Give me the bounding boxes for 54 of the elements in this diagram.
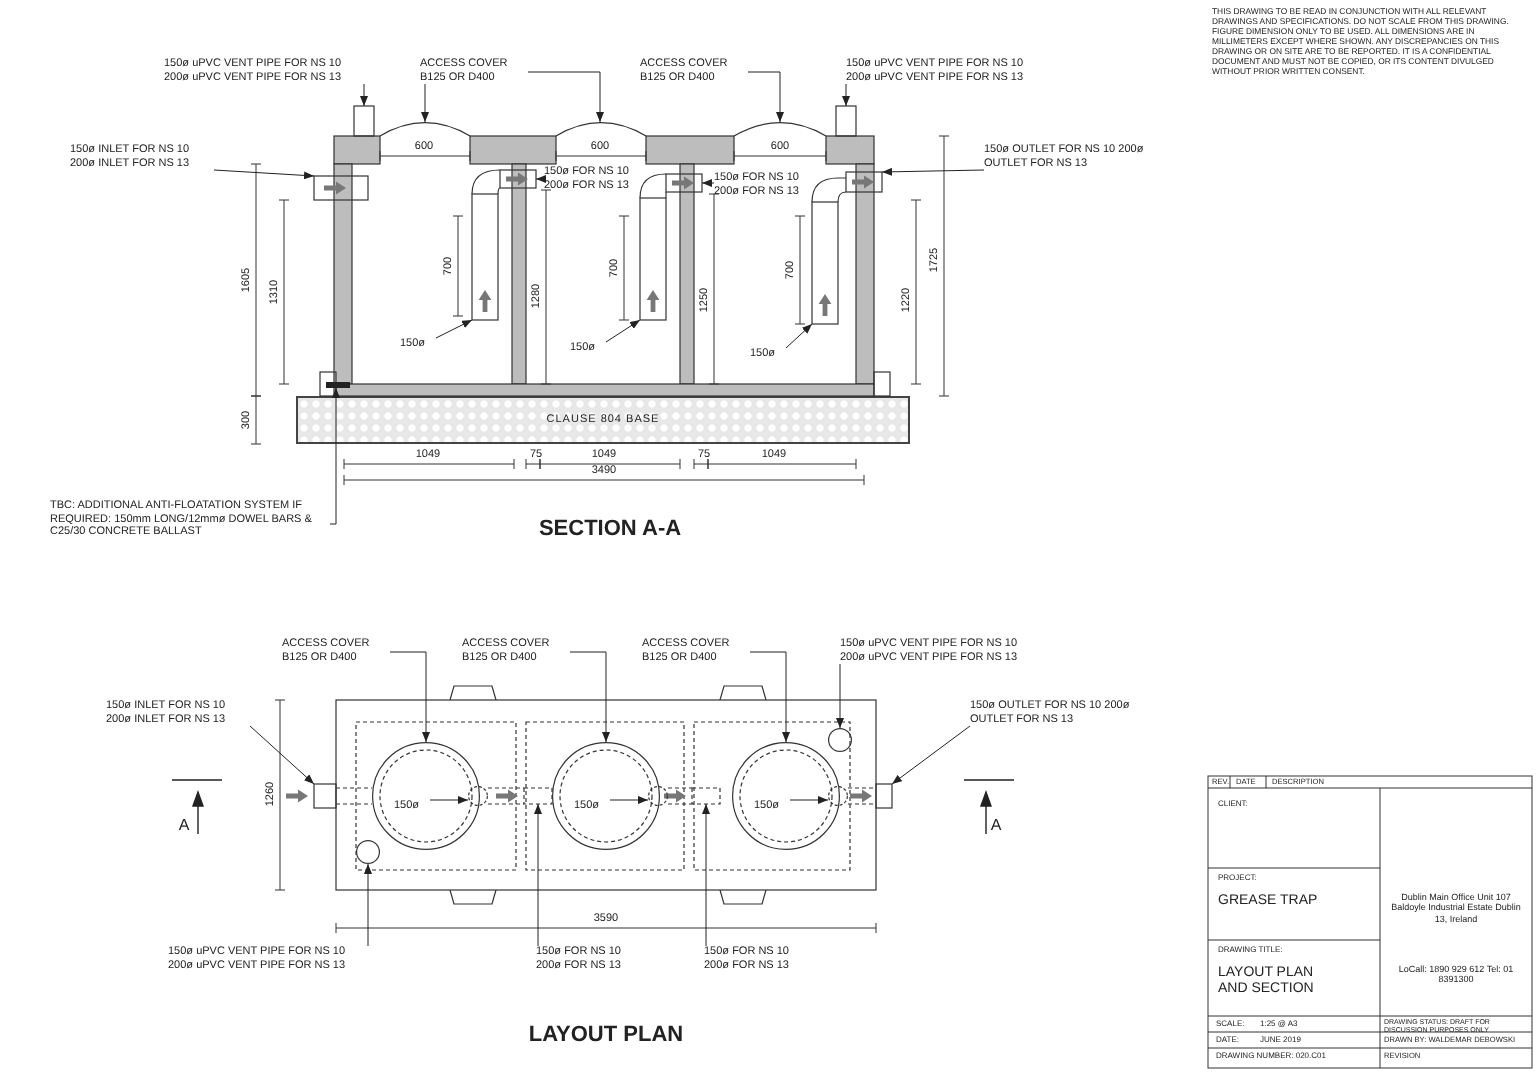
outlet-pipe (846, 172, 882, 192)
leader-line (702, 803, 710, 947)
leader-line (701, 179, 715, 187)
access-cover (734, 122, 826, 136)
inlet-pipe (314, 176, 368, 200)
vent-pipe (828, 728, 852, 752)
leader-line (389, 651, 430, 743)
dip-pipe (812, 202, 838, 324)
leader-line (785, 323, 813, 349)
vent-pipe (354, 106, 374, 136)
pipe-opening (828, 786, 848, 806)
inlet-pipe (314, 784, 336, 808)
leader-line (842, 83, 850, 107)
leader-line (881, 167, 985, 176)
section-heading: SECTION A-A (538, 516, 682, 544)
outlet-pipe (876, 784, 892, 808)
leader-line (429, 796, 469, 804)
leader-line (360, 83, 368, 107)
transfer-pipe (524, 788, 552, 804)
dip-pipe (640, 198, 666, 320)
access-cover (732, 742, 840, 850)
leader-line (605, 319, 641, 343)
pipe-opening (648, 786, 668, 806)
pipe-opening (468, 786, 488, 806)
leader-line (213, 169, 315, 180)
dowel-bar (326, 382, 350, 388)
transfer-pipe (692, 788, 720, 804)
access-cover (552, 742, 660, 850)
access-cover (556, 122, 646, 136)
leader-line (609, 796, 649, 804)
leader-line (527, 71, 604, 123)
leader-line (747, 71, 784, 123)
dip-pipe (472, 194, 498, 320)
leader-line (534, 803, 542, 947)
vent-pipe (836, 106, 856, 136)
section-mark-letter: A (178, 816, 190, 836)
leader-line (569, 651, 610, 743)
section-heading: LAYOUT PLAN (528, 1022, 684, 1050)
leader-line (364, 863, 372, 947)
leader-line (891, 725, 971, 785)
leader-line (435, 319, 473, 339)
leader-line (749, 651, 790, 743)
vent-pipe (356, 840, 380, 864)
pipe-outlet (666, 174, 702, 192)
leader-line (535, 175, 546, 183)
leader-line (329, 387, 340, 525)
section-mark-letter: A (990, 816, 1002, 836)
access-cover (380, 122, 470, 136)
leader-line (249, 725, 315, 785)
leader-line (789, 796, 829, 804)
pipe-outlet (500, 170, 536, 188)
leader-line (421, 83, 429, 123)
leader-line (836, 663, 844, 729)
access-cover (372, 742, 480, 850)
